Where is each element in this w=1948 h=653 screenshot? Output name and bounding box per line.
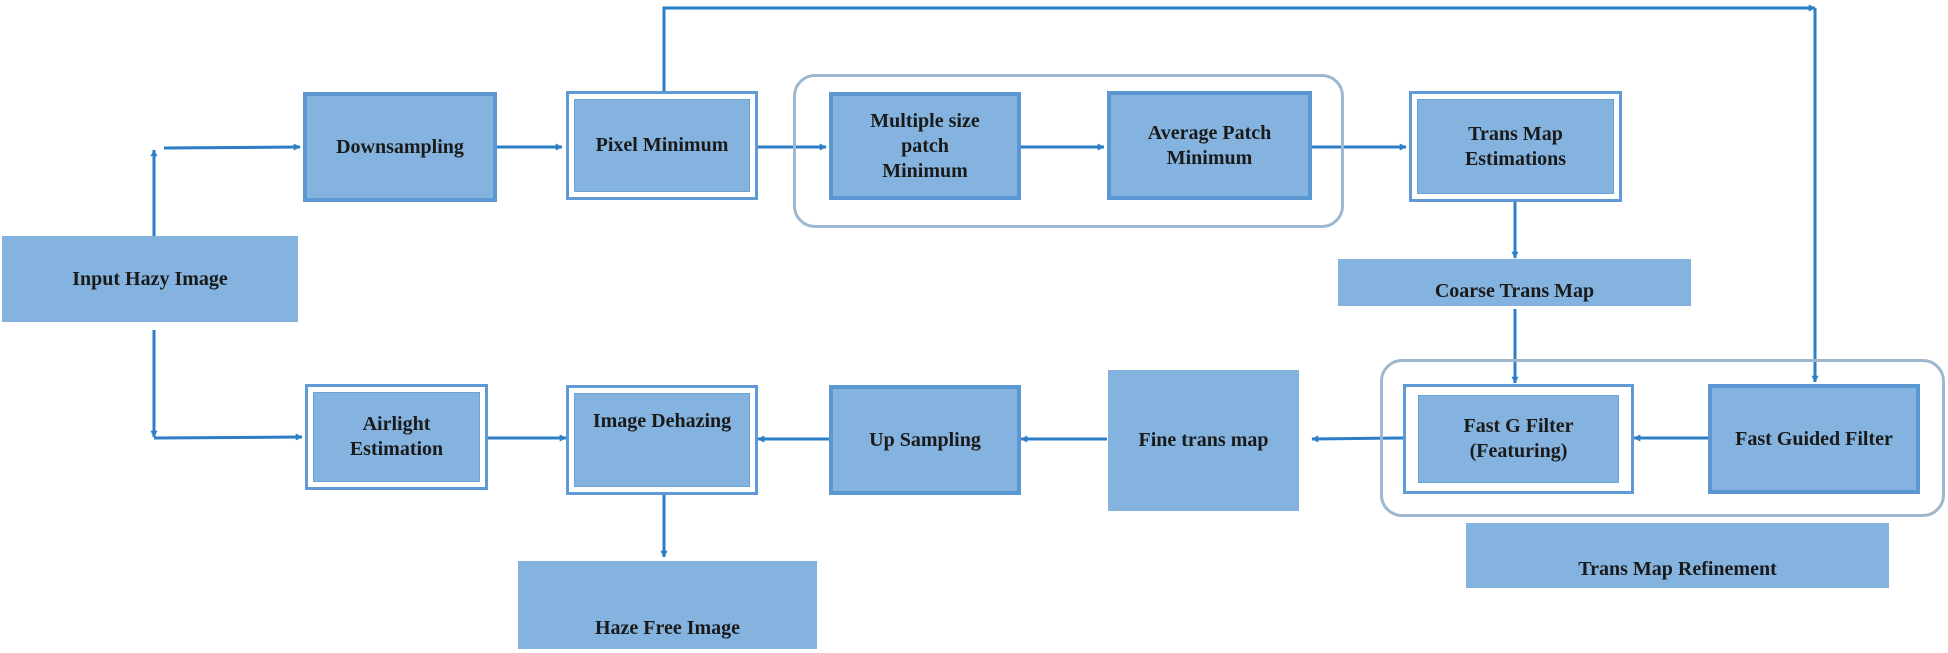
input-hazy-image-label: Input Hazy Image <box>72 267 228 290</box>
patch-minimum-group <box>793 74 1344 228</box>
trans-map-refinement-group <box>1380 359 1945 517</box>
fine-trans-map-label: Fine trans map <box>1138 429 1269 451</box>
pixel-minimum-node: Pixel Minimum <box>566 91 758 200</box>
downsampling-node: Downsampling <box>303 92 497 202</box>
airlight-estimation-node: Airlight Estimation <box>305 384 488 490</box>
fast-guided-filter-label: Fast Guided Filter <box>1735 427 1893 450</box>
average-patch-minimum-label: Average Patch Minimum <box>1147 121 1272 169</box>
coarse-trans-map-node: Coarse Trans Map <box>1338 259 1691 306</box>
multiple-size-patch-minimum-node: Multiple size patch Minimum <box>829 92 1021 200</box>
fast-g-filter-label: Fast G Filter (Featuring) <box>1463 415 1574 462</box>
fast-g-filter-node: Fast G Filter (Featuring) <box>1403 384 1634 494</box>
trans-map-estimations-label: Trans Map Estimations <box>1464 122 1567 170</box>
arrow-to-airlight <box>153 433 303 441</box>
pixel-minimum-label: Pixel Minimum <box>595 134 729 156</box>
fine-trans-map-node: Fine trans map <box>1108 370 1299 511</box>
input-hazy-image-node: Input Hazy Image <box>2 236 298 322</box>
airlight-estimation-label: Airlight Estimation <box>349 413 444 460</box>
image-dehazing-node: Image Dehazing <box>566 385 758 495</box>
trans-map-refinement-label: Trans Map Refinement <box>1578 558 1777 580</box>
arrow-pixelmin-to-guidedfilter <box>662 4 1816 91</box>
downsampling-label: Downsampling <box>336 135 464 158</box>
coarse-trans-map-label: Coarse Trans Map <box>1434 280 1595 302</box>
multiple-size-patch-minimum-label: Multiple size patch Minimum <box>870 109 980 182</box>
average-patch-minimum-node: Average Patch Minimum <box>1107 91 1312 200</box>
haze-free-image-label: Haze Free Image <box>594 617 741 639</box>
trans-map-estimations-node: Trans Map Estimations <box>1409 91 1622 202</box>
haze-free-image-node: Haze Free Image <box>518 561 817 649</box>
arrow-to-downsampling <box>163 143 301 151</box>
fast-guided-filter-node: Fast Guided Filter <box>1708 384 1920 494</box>
image-dehazing-label: Image Dehazing <box>592 410 732 432</box>
up-sampling-node: Up Sampling <box>829 385 1021 495</box>
up-sampling-label: Up Sampling <box>869 428 981 451</box>
trans-map-refinement-node: Trans Map Refinement <box>1466 523 1889 588</box>
arrow-fastg-fine <box>1311 435 1404 443</box>
